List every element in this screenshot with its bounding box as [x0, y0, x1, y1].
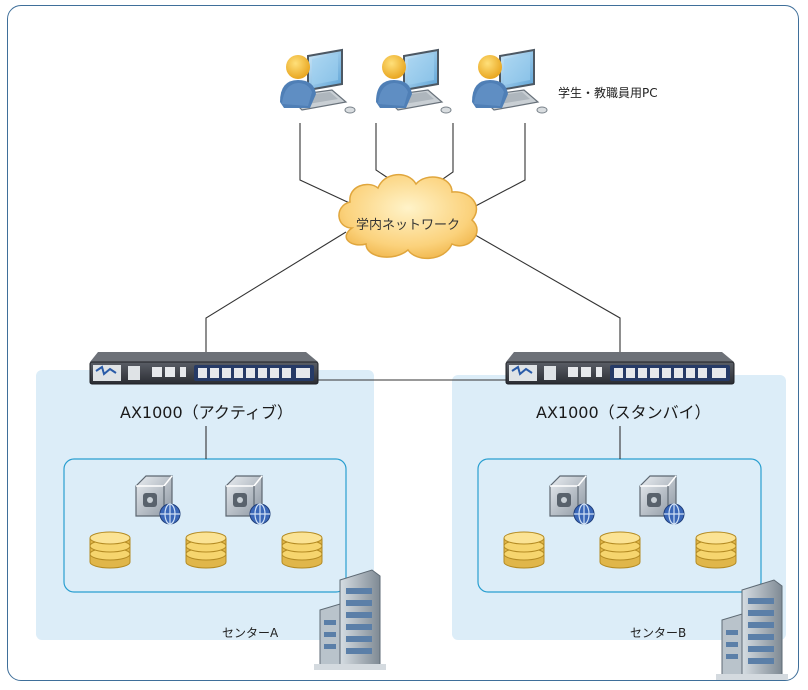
database-icon [599, 531, 641, 569]
load-balancer-icon [89, 351, 319, 385]
zone-center-b [452, 375, 786, 640]
device-label-standby: AX1000（スタンバイ） [536, 403, 711, 422]
database-icon [695, 531, 737, 569]
database-icon [185, 531, 227, 569]
database-icon [503, 531, 545, 569]
database-icon [281, 531, 323, 569]
center-b-label: センターB [630, 626, 687, 640]
user-pc-icon [471, 49, 548, 114]
cloud-icon [338, 174, 478, 259]
load-balancer-icon [505, 351, 735, 385]
network-label: 学内ネットワーク [356, 218, 461, 233]
diagram-frame [7, 5, 799, 681]
device-label-active: AX1000（アクティブ） [120, 403, 293, 422]
center-a-label: センターA [222, 626, 279, 640]
user-pc-icon [279, 49, 356, 114]
zone-center-a [36, 370, 374, 640]
user-pc-icon [375, 49, 452, 114]
pc-group-label: 学生・教職員用PC [558, 86, 658, 100]
server-group-a [63, 458, 347, 593]
database-icon [89, 531, 131, 569]
